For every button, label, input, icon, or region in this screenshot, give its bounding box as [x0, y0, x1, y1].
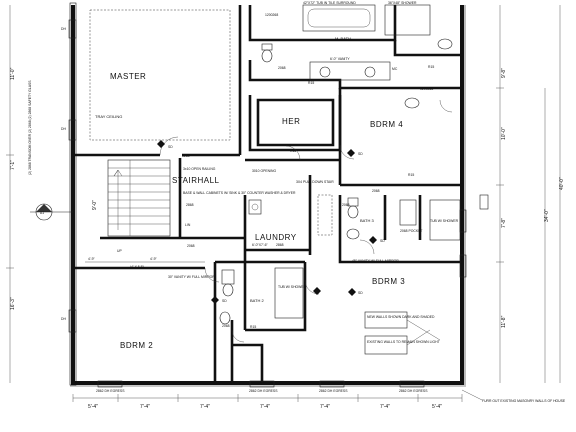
tags: 1200268 2068 1200268 MC R15 R15 R15 R15 … [61, 13, 434, 329]
tag-sd: SD [168, 145, 173, 149]
dim-left-bottom: 16'-3" [10, 297, 16, 310]
dim-bottom: 7'-4" [200, 404, 210, 410]
section-marker: A1 [40, 211, 44, 215]
label-laundry-dim: 6'-0"X7'-6" [252, 243, 269, 247]
dim-bottom: 5'-4" [432, 404, 442, 410]
tag-sd: SD [358, 152, 363, 156]
note-furr-out: FURR OUT EXISTING MASONRY WALLS OF HOUSE [482, 399, 566, 403]
egress-bdrm3a: 2862 DH EGRESS [319, 389, 348, 393]
tag-sd: SD [222, 299, 227, 303]
label-3010-opening: 3010 OPENING [252, 169, 276, 173]
tag-r15: R15 [290, 149, 296, 153]
dim-left-small: 9'-0" [92, 200, 98, 210]
label-up: UP [117, 249, 122, 253]
tag-door: 1200268 [420, 87, 433, 91]
label-open-railing: 3x10 OPEN RAILING [183, 167, 216, 171]
dim-bottom: 7'-4" [260, 404, 270, 410]
tag-door: 1200268 [265, 13, 278, 17]
dim-left-mid: 7'-1" [10, 160, 16, 170]
label-tub-in-tile: 42"X72" TUB IN TILE SURROUND [303, 1, 356, 5]
room-master: MASTER [110, 72, 146, 81]
label-vanity-m: 6'-0" VANITY [330, 57, 350, 61]
tag-door: 2068 [187, 244, 195, 248]
tag-r15: R15 [250, 325, 256, 329]
label-transom: (2) 2868 TRANSOM OVER (2) 2868 (2) 2868 … [28, 80, 32, 175]
room-mbath: M. BATH [335, 36, 351, 41]
tag-door: 2068 [372, 189, 380, 193]
tag-r15: R15 [428, 65, 434, 69]
dim-right-c: 40'-0" [559, 177, 565, 190]
dim-right-b: 10'-0" [501, 127, 507, 140]
tag-r15: R15 [408, 173, 414, 177]
room-bath3: BATH 3 [360, 218, 374, 223]
tag-door: 2868 [186, 203, 194, 207]
dim-bottom: 7'-4" [140, 404, 150, 410]
interior-walls [73, 5, 462, 383]
tag-sd: SD [358, 291, 363, 295]
label-tub-shower-b3: TUB W/ SHOWER [430, 219, 459, 223]
dimension-text: 5'-4" 7'-4" 7'-4" 7'-4" 7'-4" 7'-4" 5'-4… [10, 67, 565, 410]
dim-bottom: 7'-4" [320, 404, 330, 410]
room-bdrm3: BDRM 3 [372, 277, 405, 286]
dim-left-top: 11'-0" [10, 67, 16, 80]
label-base-wall: BASE & WALL CABINETS W/ SINK & 30" COUNT… [183, 191, 296, 195]
note-new-walls: NEW WALLS SHOWN DARK AND SHADED [367, 315, 435, 319]
tag-door: 2068 [278, 66, 286, 70]
label-vanity-45: 45" VANITY W/ FULL MIRROR [352, 259, 399, 263]
label-tub-shower-b2: TUB W/ SHOWER [278, 285, 307, 289]
egress-hall: 2862 DH EGRESS [249, 389, 278, 393]
tag-door: 2068 [222, 324, 230, 328]
dim-hall-a: 4'-9" [88, 257, 96, 261]
room-bath2: BATH 2 [250, 298, 264, 303]
room-bdrm2: BDRM 2 [120, 341, 153, 350]
dim-hall-b: 4'-9" [150, 257, 158, 261]
label-tray-ceiling: TRAY CEILING [95, 114, 122, 119]
dimension-lines [6, 5, 561, 402]
callouts: 42"X72" TUB IN TILE SURROUND 36"X48" SHO… [28, 1, 566, 403]
dim-right-f: 11'-8" [501, 315, 507, 328]
room-laundry: LAUNDRY [255, 233, 297, 242]
dim-right-e: 7'-8" [501, 218, 507, 228]
label-shower-top: 36"X48" SHOWER [388, 1, 417, 5]
dim-right-a: 9'-8" [501, 68, 507, 78]
dim-right-d: 34'-0" [544, 209, 550, 222]
room-stairhall: STAIRHALL [172, 176, 220, 185]
stair [107, 159, 171, 237]
tag-dh: DH [61, 127, 66, 131]
label-vanity-30: 30" VANITY W/ FULL MIRROR [168, 275, 215, 279]
tag-r15: R15 [308, 81, 314, 85]
tag-door: 1268 [182, 154, 190, 158]
label-pocket: 2068 POCKET [400, 229, 422, 233]
tag-sd: SD [380, 239, 385, 243]
tag-dh: DH [61, 317, 66, 321]
dim-bottom: 5'-4" [88, 404, 98, 410]
egress-bdrm3b: 2862 DH EGRESS [399, 389, 428, 393]
fixtures [30, 4, 489, 401]
tag-dh: DH [61, 27, 66, 31]
tag-lin: LIN [185, 223, 191, 227]
label-pull-down: 3X4 PULL DOWN STAIR [296, 180, 334, 184]
room-her: HER [282, 117, 300, 126]
egress-labels: 2862 DH EGRESS 2862 DH EGRESS 2862 DH EG… [96, 389, 428, 393]
dim-hall-c: (4' X 5.5') [130, 265, 144, 269]
egress-bdrm2: 2862 DH EGRESS [96, 389, 125, 393]
room-bdrm4: BDRM 4 [370, 120, 403, 129]
note-existing-walls: EXISTING WALLS TO REMAIN SHOWN LIGHT [367, 340, 440, 344]
tag-mc: MC [392, 67, 398, 71]
tag-door: 2068 [342, 203, 350, 207]
room-labels: MASTER TRAY CEILING M. BATH HER BDRM 4 S… [95, 36, 405, 350]
tag-door: 2868 [276, 243, 284, 247]
dim-bottom: 7'-4" [380, 404, 390, 410]
